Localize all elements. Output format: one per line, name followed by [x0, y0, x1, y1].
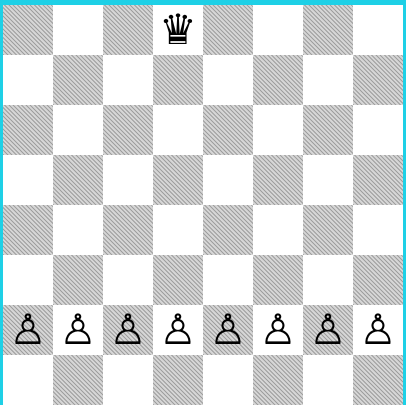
square-c8[interactable] — [103, 5, 153, 55]
square-e1[interactable] — [203, 355, 253, 405]
square-g7[interactable] — [303, 55, 353, 105]
square-f6[interactable] — [253, 105, 303, 155]
square-a7[interactable] — [3, 55, 53, 105]
square-f3[interactable] — [253, 255, 303, 305]
square-e7[interactable] — [203, 55, 253, 105]
square-b7[interactable] — [53, 55, 103, 105]
square-e6[interactable] — [203, 105, 253, 155]
square-a5[interactable] — [3, 155, 53, 205]
square-a8[interactable] — [3, 5, 53, 55]
square-b6[interactable] — [53, 105, 103, 155]
square-c6[interactable] — [103, 105, 153, 155]
chess-board: ♛♙♙♙♙♙♙♙♙ — [3, 5, 403, 405]
square-d5[interactable] — [153, 155, 203, 205]
square-d7[interactable] — [153, 55, 203, 105]
square-a3[interactable] — [3, 255, 53, 305]
square-h3[interactable] — [353, 255, 403, 305]
square-h2[interactable]: ♙ — [353, 305, 403, 355]
square-a2[interactable]: ♙ — [3, 305, 53, 355]
square-b4[interactable] — [53, 205, 103, 255]
square-g4[interactable] — [303, 205, 353, 255]
square-h6[interactable] — [353, 105, 403, 155]
square-h5[interactable] — [353, 155, 403, 205]
square-g2[interactable]: ♙ — [303, 305, 353, 355]
white-pawn-icon[interactable]: ♙ — [353, 305, 403, 355]
square-d1[interactable] — [153, 355, 203, 405]
white-pawn-icon[interactable]: ♙ — [3, 305, 53, 355]
square-b1[interactable] — [53, 355, 103, 405]
square-e4[interactable] — [203, 205, 253, 255]
white-pawn-icon[interactable]: ♙ — [53, 305, 103, 355]
square-a6[interactable] — [3, 105, 53, 155]
square-a4[interactable] — [3, 205, 53, 255]
square-h7[interactable] — [353, 55, 403, 105]
square-d8[interactable]: ♛ — [153, 5, 203, 55]
square-e5[interactable] — [203, 155, 253, 205]
square-g8[interactable] — [303, 5, 353, 55]
square-f5[interactable] — [253, 155, 303, 205]
square-c7[interactable] — [103, 55, 153, 105]
square-c1[interactable] — [103, 355, 153, 405]
square-b2[interactable]: ♙ — [53, 305, 103, 355]
square-g6[interactable] — [303, 105, 353, 155]
square-b8[interactable] — [53, 5, 103, 55]
square-h1[interactable] — [353, 355, 403, 405]
black-queen-icon[interactable]: ♛ — [153, 5, 203, 55]
white-pawn-icon[interactable]: ♙ — [303, 305, 353, 355]
square-b3[interactable] — [53, 255, 103, 305]
white-pawn-icon[interactable]: ♙ — [203, 305, 253, 355]
square-c5[interactable] — [103, 155, 153, 205]
square-f7[interactable] — [253, 55, 303, 105]
square-c2[interactable]: ♙ — [103, 305, 153, 355]
square-g3[interactable] — [303, 255, 353, 305]
square-d4[interactable] — [153, 205, 203, 255]
square-d2[interactable]: ♙ — [153, 305, 203, 355]
square-h4[interactable] — [353, 205, 403, 255]
square-e3[interactable] — [203, 255, 253, 305]
square-e2[interactable]: ♙ — [203, 305, 253, 355]
square-f4[interactable] — [253, 205, 303, 255]
square-d3[interactable] — [153, 255, 203, 305]
white-pawn-icon[interactable]: ♙ — [153, 305, 203, 355]
square-f8[interactable] — [253, 5, 303, 55]
square-g5[interactable] — [303, 155, 353, 205]
square-e8[interactable] — [203, 5, 253, 55]
square-g1[interactable] — [303, 355, 353, 405]
white-pawn-icon[interactable]: ♙ — [253, 305, 303, 355]
square-c4[interactable] — [103, 205, 153, 255]
square-b5[interactable] — [53, 155, 103, 205]
white-pawn-icon[interactable]: ♙ — [103, 305, 153, 355]
square-d6[interactable] — [153, 105, 203, 155]
square-h8[interactable] — [353, 5, 403, 55]
square-f2[interactable]: ♙ — [253, 305, 303, 355]
square-c3[interactable] — [103, 255, 153, 305]
square-f1[interactable] — [253, 355, 303, 405]
square-a1[interactable] — [3, 355, 53, 405]
